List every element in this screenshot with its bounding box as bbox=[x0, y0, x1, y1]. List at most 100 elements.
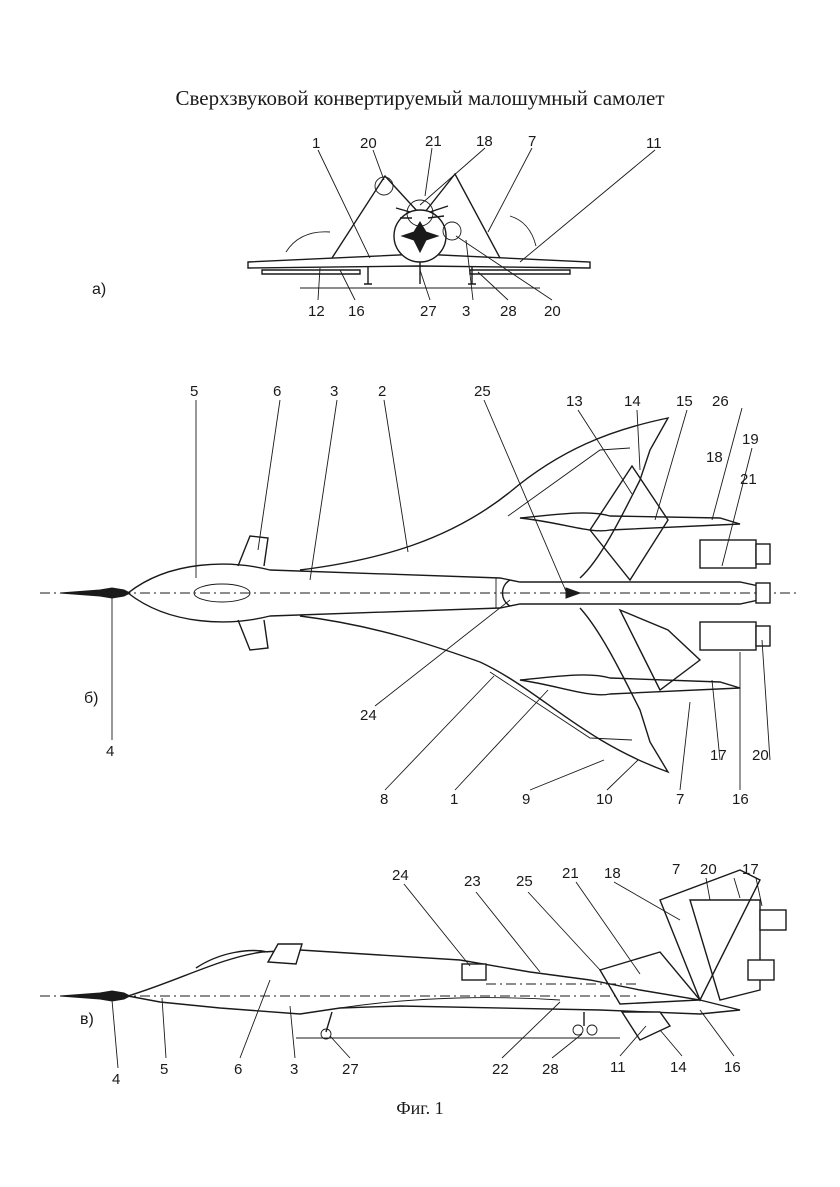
side-view-nose-wheel bbox=[320, 1028, 332, 1040]
callout-b-4: 4 bbox=[106, 743, 114, 760]
callout-v-17: 17 bbox=[742, 861, 759, 878]
callout-a-11: 11 bbox=[646, 135, 662, 152]
front-view-engine-left bbox=[374, 176, 394, 196]
callout-b-6: 6 bbox=[273, 383, 281, 400]
side-view-tail bbox=[689, 899, 761, 1001]
side-view-folded-panel bbox=[659, 869, 761, 1002]
plan-view-canard-bottom bbox=[237, 619, 269, 651]
view-label-b: б) bbox=[84, 690, 99, 707]
side-view-callouts: 24 23 25 21 18 7 20 17 4 5 6 3 27 22 28 … bbox=[112, 861, 759, 1088]
callout-v-24: 24 bbox=[392, 867, 409, 884]
view-label-v: в) bbox=[80, 1011, 94, 1028]
callout-b-18: 18 bbox=[706, 449, 723, 466]
callout-a-28: 28 bbox=[500, 303, 517, 320]
front-view-leaders bbox=[317, 147, 656, 301]
side-view bbox=[40, 869, 787, 1069]
callout-b-17: 17 bbox=[710, 747, 727, 764]
plan-view-engine-top bbox=[699, 539, 757, 569]
front-view-left-panel bbox=[331, 174, 419, 259]
side-view-leaders bbox=[111, 877, 763, 1069]
callout-v-20: 20 bbox=[700, 861, 717, 878]
side-view-nose-probe bbox=[59, 990, 132, 1002]
side-view-main-wheel-rear bbox=[586, 1024, 598, 1036]
side-view-intake bbox=[461, 963, 487, 981]
callout-b-14: 14 bbox=[624, 393, 641, 410]
side-view-ventral-line bbox=[339, 997, 561, 1009]
plan-view-wing-top-edge bbox=[507, 447, 631, 517]
callout-b-26: 26 bbox=[712, 393, 729, 410]
front-view-fold-arrow-left bbox=[285, 231, 331, 253]
callout-a-21: 21 bbox=[425, 133, 442, 150]
callout-v-22: 22 bbox=[492, 1061, 509, 1078]
callout-v-25: 25 bbox=[516, 873, 533, 890]
plan-view-air-intake bbox=[501, 579, 511, 607]
plan-view bbox=[40, 399, 800, 791]
callout-v-18: 18 bbox=[604, 865, 621, 882]
callout-v-3: 3 bbox=[290, 1061, 298, 1078]
plan-view-leaders bbox=[111, 399, 771, 791]
plan-view-pod-top bbox=[519, 512, 741, 532]
side-view-engine-lower bbox=[747, 959, 775, 981]
side-view-engine-upper bbox=[759, 909, 787, 931]
front-view-canards bbox=[395, 205, 449, 219]
figure-caption: Фиг. 1 bbox=[396, 1098, 444, 1118]
callout-b-20: 20 bbox=[752, 747, 769, 764]
callout-b-16: 16 bbox=[732, 791, 749, 808]
callout-v-11: 11 bbox=[610, 1059, 626, 1076]
front-view-engine-right bbox=[442, 221, 462, 241]
callout-a-27: 27 bbox=[420, 303, 437, 320]
callout-v-28: 28 bbox=[542, 1061, 559, 1078]
side-view-canard bbox=[266, 943, 303, 965]
plan-view-wing-top bbox=[299, 417, 670, 579]
callout-a-1: 1 bbox=[312, 135, 320, 152]
front-view-wing-flap-left bbox=[261, 269, 361, 275]
plan-view-canard-top bbox=[237, 535, 269, 567]
plan-view-nozzle-bottom bbox=[755, 625, 771, 647]
plan-view-tail-panel-top bbox=[589, 464, 669, 582]
plan-view-nozzle-top bbox=[755, 543, 771, 565]
callout-b-24: 24 bbox=[360, 707, 377, 724]
plan-view-engine-bottom bbox=[699, 621, 757, 651]
callout-a-3: 3 bbox=[462, 303, 470, 320]
plan-view-intake-marker bbox=[565, 587, 582, 599]
callout-b-15: 15 bbox=[676, 393, 693, 410]
callout-b-10: 10 bbox=[596, 791, 613, 808]
plan-view-tail-panel-bottom bbox=[618, 608, 702, 692]
plan-view-canopy bbox=[193, 583, 251, 603]
front-view-wing-flap-right bbox=[469, 269, 571, 275]
figure-title: Сверхзвуковой конвертируемый малошумный … bbox=[175, 86, 665, 110]
front-view-gear-right bbox=[468, 266, 476, 285]
front-view-fold-arrow-right bbox=[509, 215, 537, 247]
plan-view-nose-probe bbox=[59, 587, 132, 599]
side-view-canopy bbox=[195, 949, 269, 969]
plan-view-pod-bottom bbox=[519, 674, 741, 696]
callout-v-5: 5 bbox=[160, 1061, 168, 1078]
callout-v-27: 27 bbox=[342, 1061, 359, 1078]
callout-a-18: 18 bbox=[476, 133, 493, 150]
front-view-gear-left bbox=[364, 266, 372, 285]
callout-b-3: 3 bbox=[330, 383, 338, 400]
callout-b-2: 2 bbox=[378, 383, 386, 400]
callout-a-20-bottom: 20 bbox=[544, 303, 561, 320]
plan-view-wing-bottom-edge bbox=[489, 671, 633, 741]
callout-v-14: 14 bbox=[670, 1059, 687, 1076]
callout-b-1: 1 bbox=[450, 791, 458, 808]
callout-a-7: 7 bbox=[528, 133, 536, 150]
side-view-fuselage bbox=[127, 949, 741, 1015]
callout-b-21: 21 bbox=[740, 471, 757, 488]
callout-b-9: 9 bbox=[522, 791, 530, 808]
callout-v-21: 21 bbox=[562, 865, 579, 882]
callout-b-25: 25 bbox=[474, 383, 491, 400]
callout-a-20-top: 20 bbox=[360, 135, 377, 152]
view-label-a: а) bbox=[92, 281, 107, 298]
callout-b-8: 8 bbox=[380, 791, 388, 808]
plan-view-wing-bottom bbox=[299, 607, 670, 774]
callout-b-5: 5 bbox=[190, 383, 198, 400]
callout-v-23: 23 bbox=[464, 873, 481, 890]
callout-v-4: 4 bbox=[112, 1071, 120, 1088]
plan-view-nozzle-center bbox=[755, 582, 771, 604]
callout-v-6: 6 bbox=[234, 1061, 242, 1078]
callout-v-7: 7 bbox=[672, 861, 680, 878]
side-view-vertical-panel bbox=[598, 951, 702, 1005]
